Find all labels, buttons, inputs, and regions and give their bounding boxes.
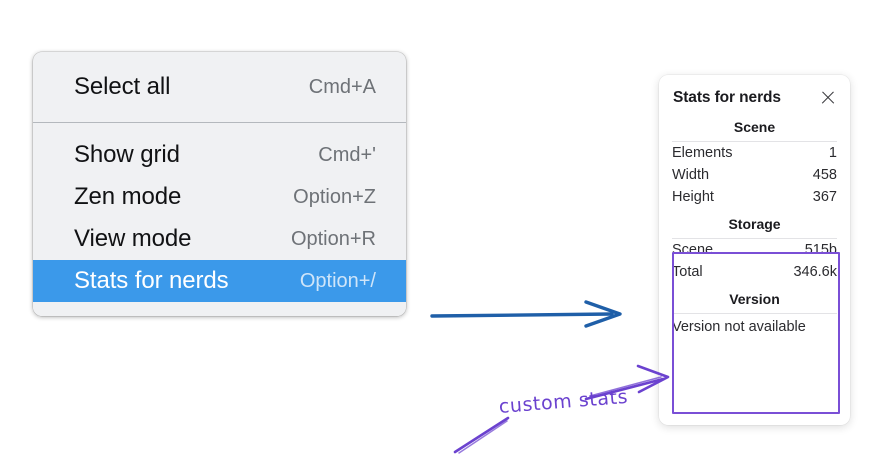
menu-item-shortcut: Option+/ — [299, 269, 376, 292]
stats-row-storage-total: Total 346.6k — [659, 261, 850, 283]
menu-item-stats-for-nerds[interactable]: Stats for nerds Option+/ — [33, 260, 406, 302]
annotation-label-custom-stats: custom stats — [498, 385, 629, 418]
flow-arrow-blue — [430, 300, 622, 328]
stats-row-key: Height — [672, 189, 714, 205]
menu-separator — [33, 122, 406, 123]
menu-item-shortcut: Cmd+' — [318, 143, 376, 166]
stats-row-key: Elements — [672, 145, 733, 161]
stats-row-elements: Elements 1 — [659, 142, 850, 164]
menu-item-label: Stats for nerds — [74, 267, 229, 294]
menu-item-show-grid[interactable]: Show grid Cmd+' — [33, 134, 406, 176]
menu-item-shortcut: Cmd+A — [308, 75, 376, 98]
menu-item-label: Zen mode — [74, 183, 182, 210]
stats-row-height: Height 367 — [659, 186, 850, 208]
stats-row-key: Total — [672, 264, 703, 280]
menu-group-1: Select all Cmd+A — [33, 52, 406, 122]
menu-item-label: Select all — [74, 73, 171, 100]
stats-row-storage-scene: Scene 515b — [659, 239, 850, 261]
stats-row-key: Scene — [672, 242, 714, 258]
stats-panel-header: Stats for nerds — [659, 75, 850, 111]
stats-row-version-value: Version not available — [672, 319, 806, 335]
section-divider — [672, 141, 837, 142]
section-heading-version: Version — [729, 291, 780, 307]
stats-row-value: 1 — [828, 145, 837, 161]
menu-item-label: View mode — [74, 225, 192, 252]
section-heading-scene: Scene — [733, 119, 776, 135]
menu-group-2: Show grid Cmd+' Zen mode Option+Z View m… — [33, 123, 406, 302]
stats-row-width: Width 458 — [659, 164, 850, 186]
stats-row-value: 515b — [804, 242, 837, 258]
context-menu: Select all Cmd+A Show grid Cmd+' Zen mod… — [33, 52, 406, 316]
menu-item-select-all[interactable]: Select all Cmd+A — [33, 66, 406, 108]
stats-row-key: Width — [672, 167, 710, 183]
stats-panel-title: Stats for nerds — [673, 89, 781, 106]
section-divider — [672, 238, 837, 239]
close-icon[interactable] — [820, 90, 836, 106]
stats-row-value: 458 — [812, 167, 837, 183]
menu-item-shortcut: Option+Z — [293, 185, 376, 208]
menu-item-zen-mode[interactable]: Zen mode Option+Z — [33, 176, 406, 218]
annotation-tail-purple — [453, 416, 510, 454]
stats-row-value: 346.6k — [793, 264, 837, 280]
menu-item-label: Show grid — [74, 141, 180, 168]
section-heading-storage: Storage — [728, 216, 781, 232]
section-divider — [672, 313, 837, 314]
menu-item-shortcut: Option+R — [290, 227, 376, 250]
stats-for-nerds-panel: Stats for nerds Scene Elements 1 Width 4… — [659, 75, 850, 425]
menu-item-view-mode[interactable]: View mode Option+R — [33, 218, 406, 260]
stats-row-value: 367 — [812, 189, 837, 205]
menu-bottom-padding — [33, 302, 406, 316]
